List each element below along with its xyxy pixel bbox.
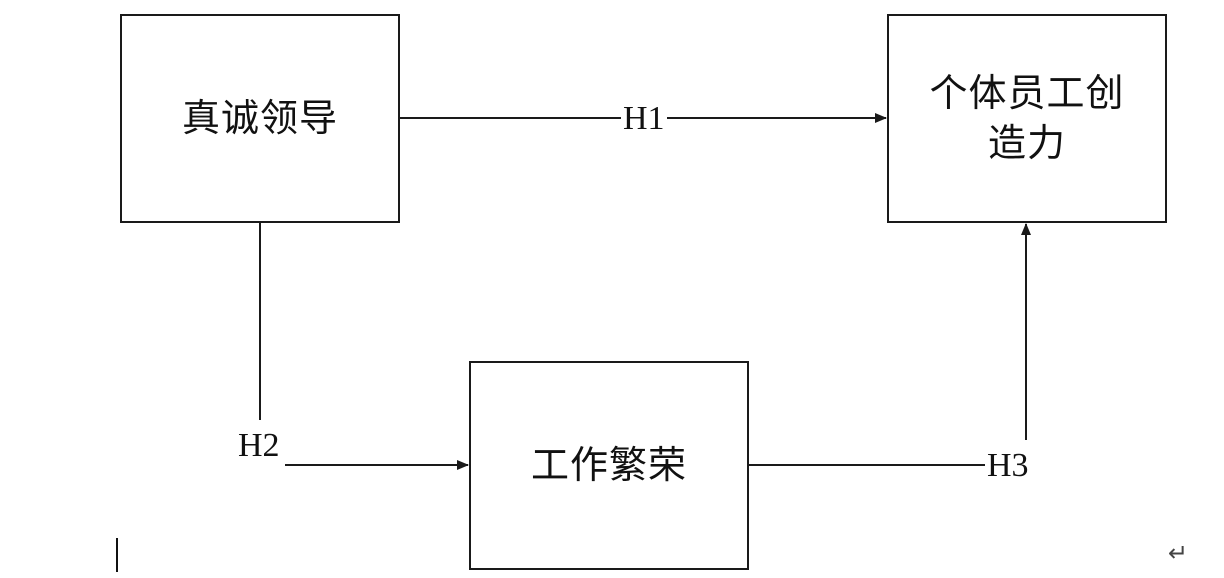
node-thriving-at-work-label: 工作繁荣: [530, 442, 687, 487]
edge-label-h2: H2: [236, 427, 282, 464]
node-authentic-leadership-label: 真诚领导: [181, 95, 338, 140]
node-individual-creativity-label: 个体员工创造力: [929, 71, 1125, 165]
node-thriving-at-work: 工作繁荣: [469, 361, 749, 570]
edge-label-h3: H3: [985, 447, 1031, 484]
node-authentic-leadership: 真诚领导: [120, 14, 400, 223]
text-caret-icon: [116, 538, 118, 572]
node-individual-creativity: 个体员工创造力: [887, 14, 1167, 223]
edge-label-h1: H1: [621, 100, 667, 137]
paragraph-return-icon: ↵: [1168, 539, 1189, 567]
